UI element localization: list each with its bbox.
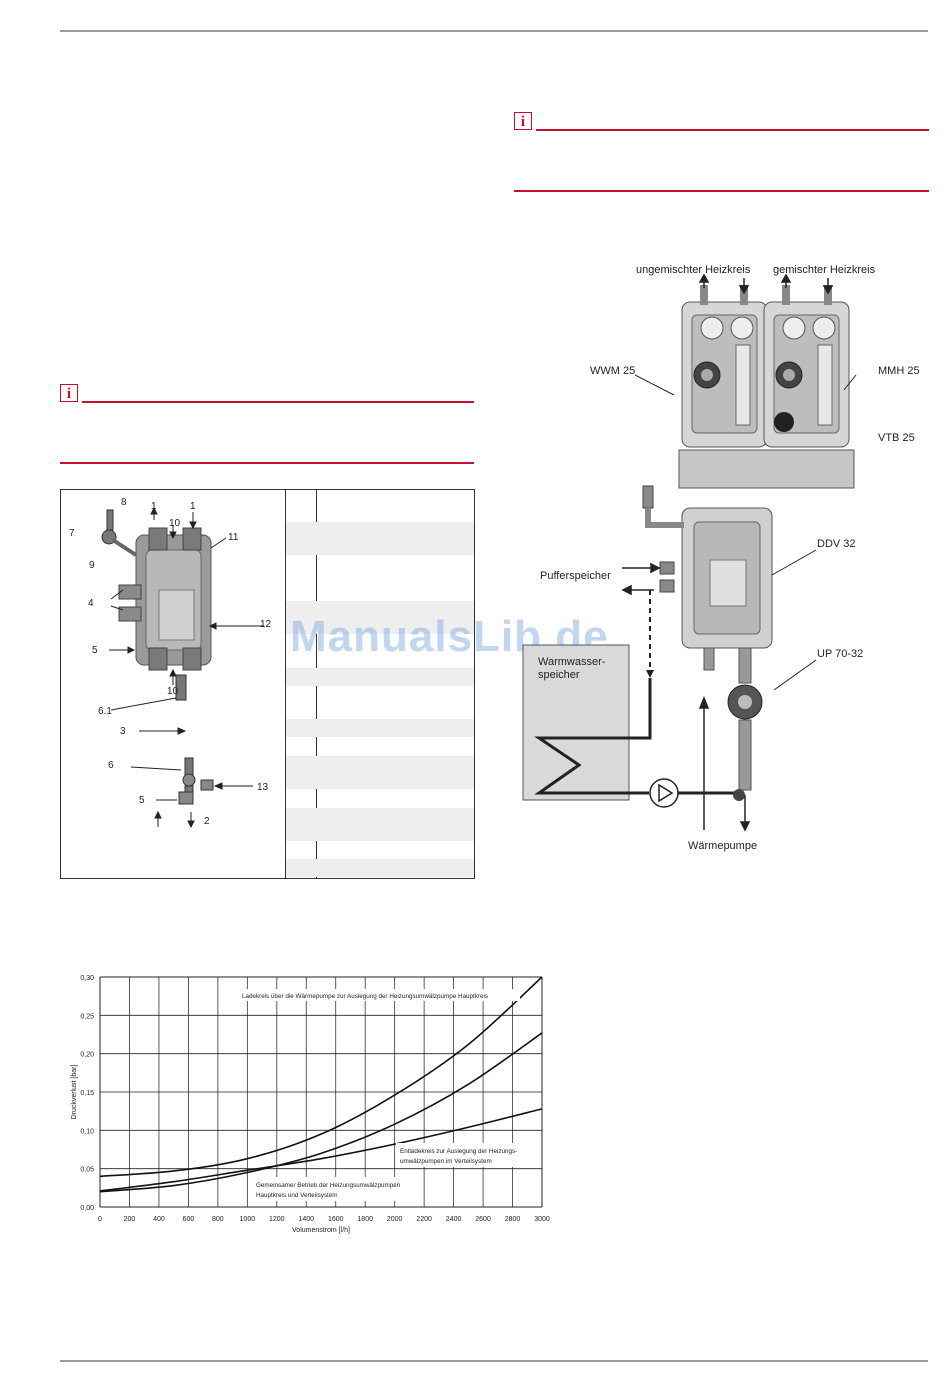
x-tick-label: 1400 [298, 1216, 314, 1223]
annotation-background [253, 1177, 423, 1201]
table-row [286, 522, 474, 555]
series-line-1 [99, 1032, 543, 1193]
callout: 12 [260, 619, 272, 630]
series-line-2 [99, 976, 543, 1178]
y-tick-label: 0,20 [80, 1052, 94, 1059]
callout: 1 [190, 501, 196, 512]
info-icon: i [60, 384, 78, 402]
label-heatpump: Wärmepumpe [688, 840, 758, 852]
x-tick-label: 2200 [416, 1216, 432, 1223]
callout: 1 [151, 501, 157, 512]
x-tick-label: 600 [183, 1216, 195, 1223]
callout: 4 [88, 598, 94, 609]
table-row [286, 719, 474, 737]
annotation-discharge-circuit: Entladekreis zur Auslegung der Heizungs- [400, 1148, 517, 1155]
x-tick-label: 800 [212, 1216, 224, 1223]
pressure-loss-chart: 0 200 400 600 800 1000 1200 1400 1600 1800 2000 220… [71, 975, 550, 1234]
x-tick-label: 2000 [387, 1216, 403, 1223]
callout: 7 [69, 528, 75, 539]
bottom-rule [60, 1360, 928, 1362]
callout: 5 [139, 795, 145, 806]
annotation-combined-operation: Gemeinsamer Betrieb der Heizungsumwälzpu… [256, 1182, 401, 1189]
x-tick-label: 3000 [534, 1216, 550, 1223]
callout: 10 [167, 686, 179, 697]
info-rule-bottom [514, 190, 929, 192]
info-rule-top [82, 401, 474, 403]
label-dhw-line1: Warmwasser- [538, 656, 606, 668]
y-axis-title: Druckverlust [bar] [71, 1065, 78, 1120]
y-tick-label: 0,25 [80, 1013, 94, 1020]
info-rule-bottom [60, 462, 474, 464]
callout: 10 [169, 518, 181, 529]
y-tick-label: 0,30 [80, 975, 94, 982]
callout: 6 [108, 760, 114, 771]
table-row [286, 601, 474, 634]
label-wwm: WWM 25 [590, 365, 636, 377]
x-tick-label: 1600 [328, 1216, 344, 1223]
label-ddv: DDV 32 [817, 538, 856, 550]
callout: 8 [121, 497, 127, 508]
x-tick-label: 2600 [475, 1216, 491, 1223]
y-tick-label: 0,15 [80, 1090, 94, 1097]
label-vtb: VTB 25 [878, 432, 915, 444]
annotation-combined-operation: Hauptkreis und Verteilsystem [256, 1192, 338, 1199]
label-mmh: MMH 25 [878, 365, 920, 377]
x-tick-label: 1000 [240, 1216, 256, 1223]
x-tick-label: 400 [153, 1216, 165, 1223]
info-rule-top [536, 129, 929, 131]
info-icon: i [514, 112, 532, 130]
label-dhw-line2: speicher [538, 669, 580, 681]
x-tick-label: 1200 [269, 1216, 285, 1223]
table-row [286, 756, 474, 789]
callout: 5 [92, 645, 98, 656]
label-unmixed-circuit: ungemischter Heizkreis [636, 264, 751, 276]
y-tick-label: 0,00 [80, 1205, 94, 1212]
callout: 6.1 [98, 706, 112, 717]
x-tick-label: 2800 [505, 1216, 521, 1223]
x-axis-title: Volumenstrom [l/h] [292, 1227, 350, 1234]
table-row [286, 808, 474, 841]
table-row [286, 859, 474, 877]
callout: 11 [228, 532, 239, 543]
callout: 2 [204, 816, 210, 827]
x-tick-label: 1800 [357, 1216, 373, 1223]
annotation-charging-circuit: Ladekreis über die Wärmepumpe zur Ausleg… [242, 993, 488, 1000]
label-up: UP 70-32 [817, 648, 864, 660]
callout: 13 [257, 782, 269, 793]
system-diagram [522, 273, 857, 832]
y-tick-label: 0,10 [80, 1128, 94, 1135]
callout: 3 [120, 726, 126, 737]
label-buffer: Pufferspeicher [540, 570, 611, 582]
table-divider [285, 490, 286, 878]
y-tick-label: 0,05 [80, 1167, 94, 1174]
module-illustration: 8 1 1 7 10 11 9 4 12 5 10 6.1 3 6 13 5 2 [69, 497, 272, 829]
series-line-3 [99, 1108, 543, 1192]
top-rule [60, 30, 928, 32]
callout: 9 [89, 560, 95, 571]
annotation-background [396, 1143, 540, 1167]
module-figure-frame: 8 1 1 7 10 11 9 4 12 5 10 6.1 3 6 13 5 2 [60, 489, 475, 879]
annotation-background [238, 989, 520, 1001]
label-mixed-circuit: gemischter Heizkreis [773, 264, 876, 276]
x-tick-label: 2400 [446, 1216, 462, 1223]
x-tick-label: 200 [124, 1216, 136, 1223]
table-row [286, 668, 474, 686]
annotation-discharge-circuit: umwälzpumpen im Verteilsystem [400, 1158, 492, 1165]
x-tick-label: 0 [98, 1216, 102, 1223]
